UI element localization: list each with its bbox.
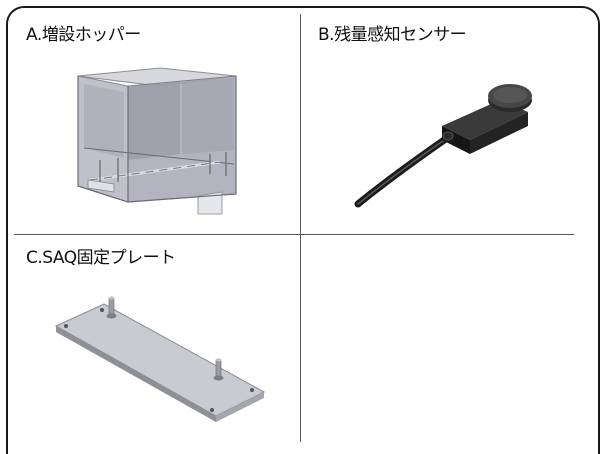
sensor-icon	[350, 82, 540, 212]
panel-d	[302, 236, 592, 442]
divider-horizontal	[14, 234, 574, 235]
hopper-icon	[70, 62, 245, 220]
divider-vertical	[300, 14, 301, 442]
panel-c-label: C.SAQ固定プレート	[26, 248, 176, 268]
plate-icon	[52, 294, 267, 424]
figure-frame	[6, 6, 600, 454]
panel-a-label: A.増設ホッパー	[26, 25, 141, 45]
panel-b-label: B.残量感知センサー	[318, 25, 467, 45]
